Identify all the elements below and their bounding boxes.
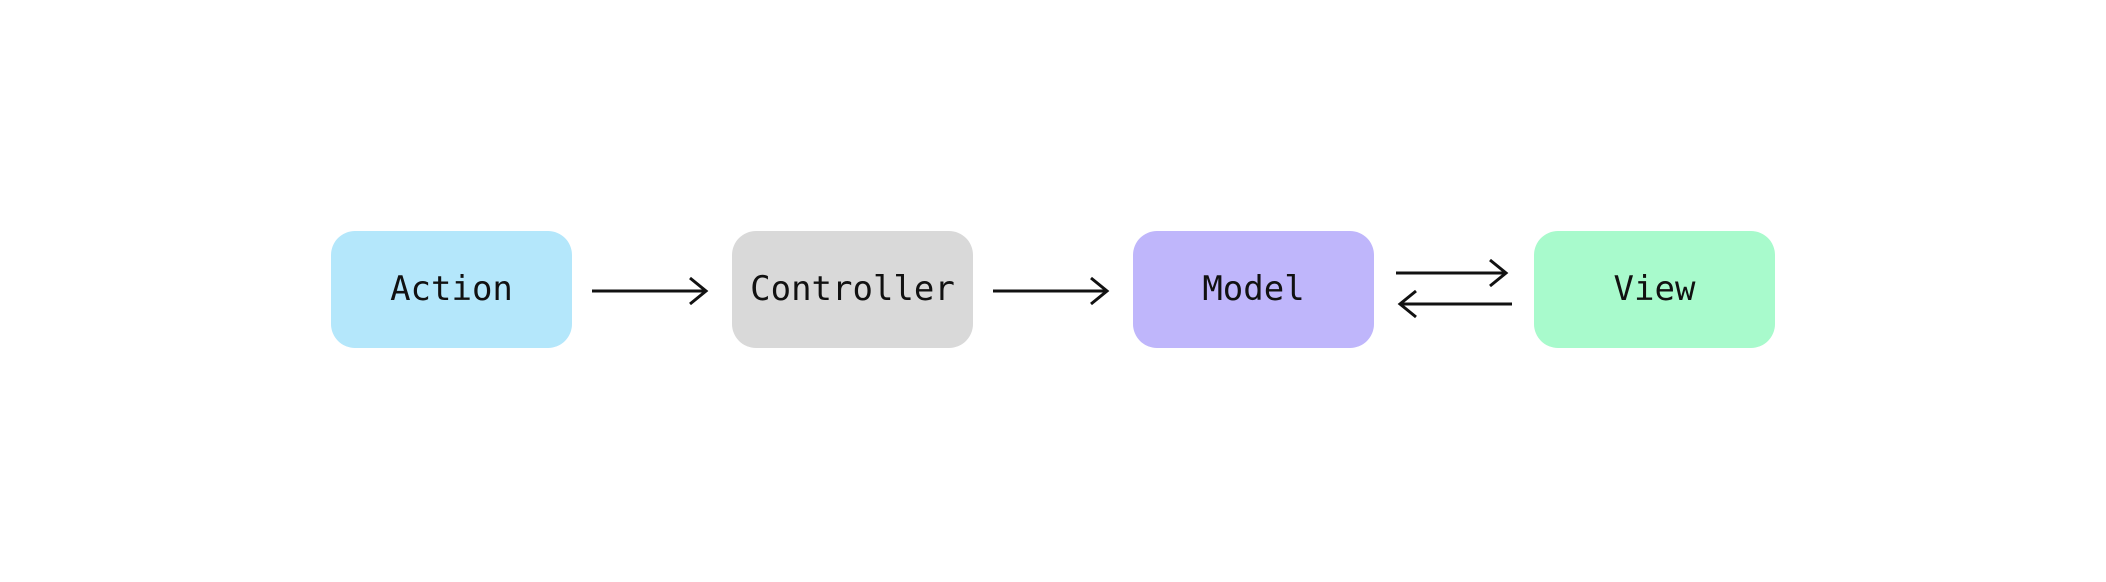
arrow-action-to-controller bbox=[592, 276, 709, 306]
node-view-label: View bbox=[1613, 269, 1696, 309]
node-controller: Controller bbox=[732, 230, 973, 348]
node-action-label: Action bbox=[390, 269, 513, 309]
node-model: Model bbox=[1133, 230, 1374, 348]
node-model-label: Model bbox=[1202, 269, 1305, 309]
node-action: Action bbox=[331, 230, 572, 348]
arrow-controller-to-model bbox=[993, 276, 1110, 306]
node-view: View bbox=[1534, 230, 1775, 348]
node-controller-label: Controller bbox=[750, 269, 955, 309]
mvc-flow-diagram: Action Controller Model bbox=[331, 230, 1775, 348]
arrow-model-view-bidirectional bbox=[1396, 258, 1512, 319]
